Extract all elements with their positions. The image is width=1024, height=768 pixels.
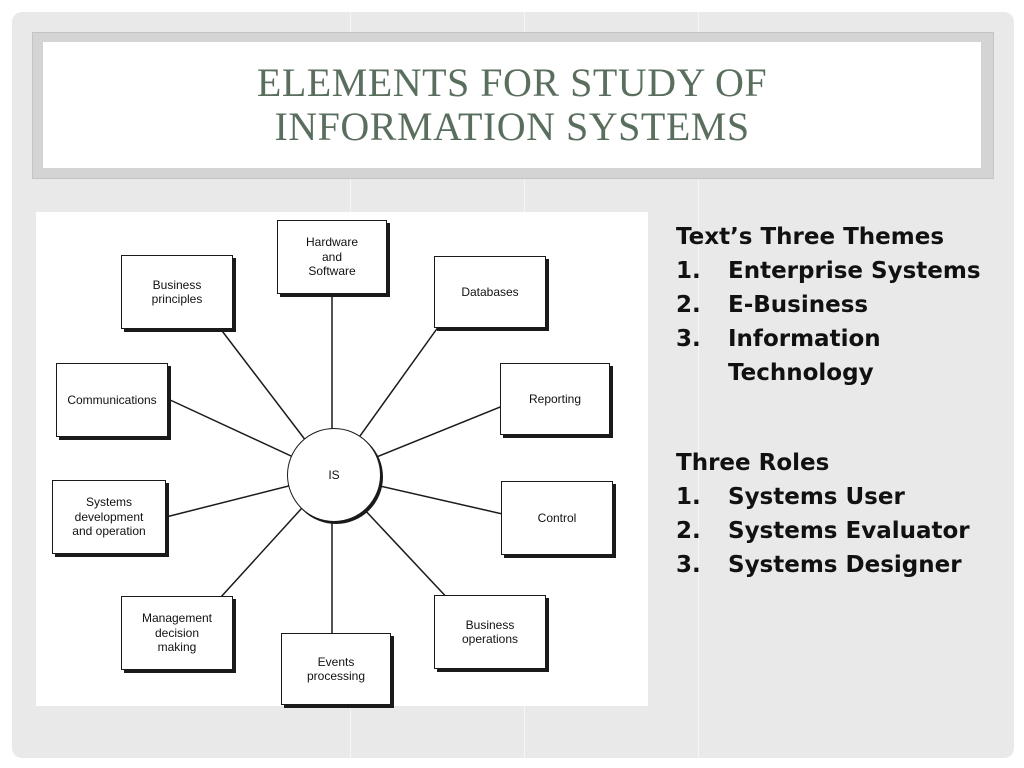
roles-heading: Three Roles [676, 450, 830, 476]
list-number: 3. [676, 552, 701, 578]
list-number: 1. [676, 484, 701, 510]
node-databases: Databases [434, 256, 546, 328]
title-line-2: INFORMATION SYSTEMS [274, 104, 750, 149]
node-communications: Communications [56, 363, 168, 437]
node-business-principles: Business principles [121, 255, 233, 329]
node-reporting: Reporting [500, 363, 610, 435]
is-hub: IS [287, 428, 381, 522]
list-text: E-Business [728, 292, 869, 318]
node-systems-development: Systems development and operation [52, 480, 166, 554]
list-text: Enterprise Systems [728, 258, 981, 284]
node-business-operations: Business operations [434, 595, 546, 669]
node-events-processing: Events processing [281, 633, 391, 705]
list-number: 3. [676, 326, 701, 352]
themes-heading: Text’s Three Themes [676, 224, 945, 250]
node-management-decision-making: Management decision making [121, 596, 233, 670]
is-elements-diagram: IS Hardware and Software Databases Repor… [36, 212, 648, 706]
title-line-1: ELEMENTS FOR STUDY OF [256, 60, 768, 105]
list-number: 2. [676, 518, 701, 544]
node-hardware-software: Hardware and Software [277, 220, 387, 294]
list-item: 2. Systems Evaluator [676, 514, 1006, 548]
list-text: Information Technology [728, 326, 881, 386]
list-item: 2. E-Business [676, 288, 1006, 322]
list-item: 1. Systems User [676, 480, 1006, 514]
list-item: 3. Systems Designer [676, 548, 1006, 582]
list-text: Systems Evaluator [728, 518, 970, 544]
roles-list: 1. Systems User 2. Systems Evaluator 3. … [676, 480, 1006, 582]
list-text: Systems User [728, 484, 905, 510]
list-item: 1. Enterprise Systems [676, 254, 1006, 288]
list-item: 3. Information Technology [676, 322, 1006, 390]
node-control: Control [501, 481, 613, 555]
themes-roles-panel: Text’s Three Themes 1. Enterprise System… [676, 220, 1006, 582]
list-number: 2. [676, 292, 701, 318]
section-spacer [676, 390, 1006, 446]
background-divider [698, 12, 699, 758]
list-text: Systems Designer [728, 552, 962, 578]
list-number: 1. [676, 258, 701, 284]
title-box: ELEMENTS FOR STUDY OF INFORMATION SYSTEM… [43, 42, 981, 168]
themes-list: 1. Enterprise Systems 2. E-Business 3. I… [676, 254, 1006, 390]
